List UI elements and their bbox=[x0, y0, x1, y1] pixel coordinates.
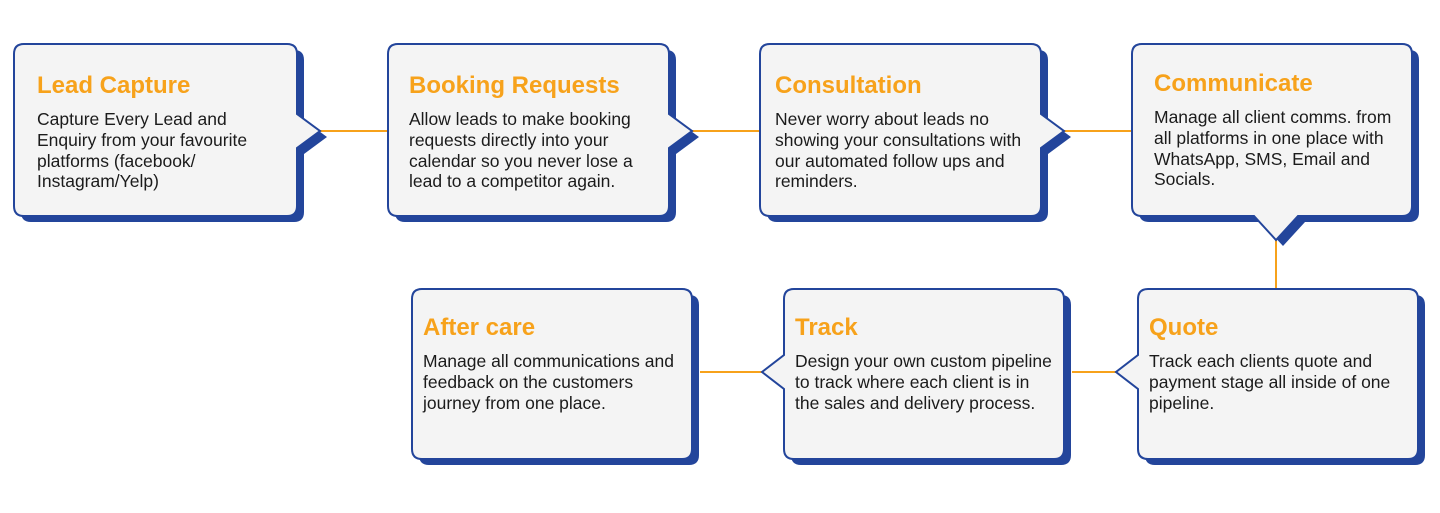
card-title: Track bbox=[795, 314, 858, 341]
card-consultation: Consultation Never worry about leads no … bbox=[775, 72, 1037, 192]
card-title: Consultation bbox=[775, 72, 922, 99]
card-track-shape bbox=[760, 288, 1071, 465]
card-booking-requests-shape bbox=[387, 43, 699, 222]
card-after-care-shape bbox=[411, 288, 699, 465]
card-quote-shape bbox=[1114, 288, 1425, 465]
card-communicate-shape bbox=[1131, 43, 1419, 246]
card-communicate: Communicate Manage all client comms. fro… bbox=[1154, 70, 1404, 190]
card-description: Allow leads to make booking requests dir… bbox=[409, 109, 633, 192]
card-title: Booking Requests bbox=[409, 72, 620, 99]
card-quote: Quote Track each clients quote and payme… bbox=[1149, 314, 1411, 413]
card-after-care: After care Manage all communications and… bbox=[423, 314, 685, 413]
card-title: Quote bbox=[1149, 314, 1219, 341]
card-description: Manage all client comms. from all platfo… bbox=[1154, 107, 1392, 190]
card-track: Track Design your own custom pipeline to… bbox=[795, 314, 1057, 413]
card-description: Never worry about leads no showing your … bbox=[775, 109, 1022, 192]
card-lead-capture-shape bbox=[13, 43, 327, 222]
card-booking-requests: Booking Requests Allow leads to make boo… bbox=[409, 72, 667, 192]
card-lead-capture: Lead Capture Capture Every Lead and Enqu… bbox=[37, 72, 287, 192]
card-description: Track each clients quote and payment sta… bbox=[1149, 351, 1391, 413]
card-description: Design your own custom pipeline to track… bbox=[795, 351, 1052, 413]
card-title: Lead Capture bbox=[37, 72, 191, 99]
card-title: Communicate bbox=[1154, 70, 1313, 97]
card-title: After care bbox=[423, 314, 536, 341]
card-description: Capture Every Lead and Enquiry from your… bbox=[37, 109, 248, 192]
card-description: Manage all communications and feedback o… bbox=[423, 351, 674, 413]
card-consultation-shape bbox=[759, 43, 1071, 222]
